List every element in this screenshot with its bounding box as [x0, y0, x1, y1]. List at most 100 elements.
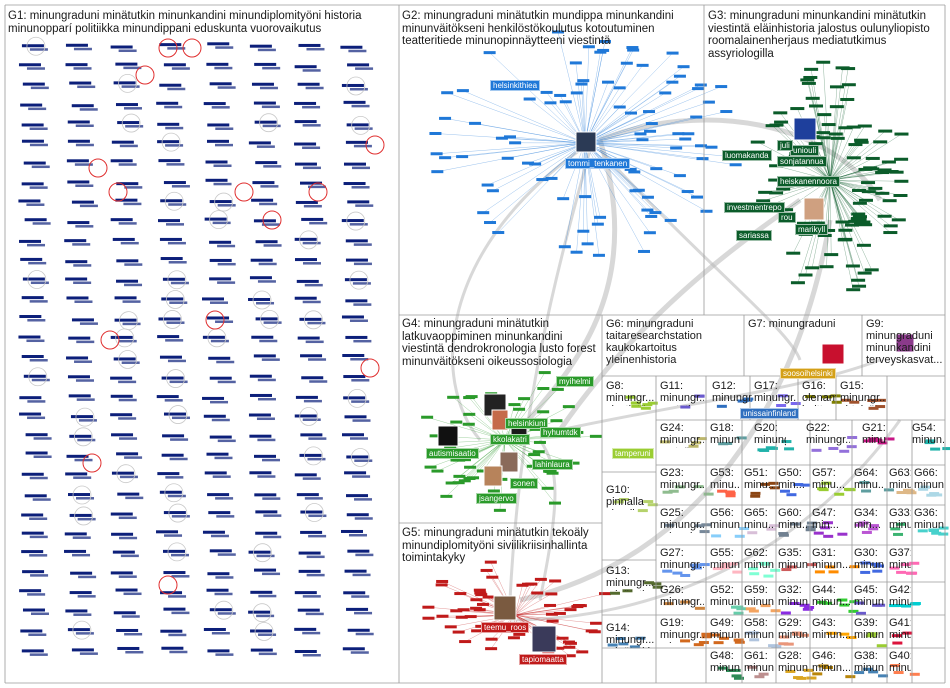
node-g49-2 — [713, 641, 724, 645]
g1-node-76 — [294, 120, 317, 124]
node-g27-0 — [699, 563, 710, 567]
g3-node-51 — [841, 83, 856, 87]
g1-node-154 — [253, 219, 276, 223]
node-g64-1 — [883, 488, 894, 492]
node-g14-0 — [607, 643, 618, 647]
node-label-unissainfinland[interactable]: unissainfinland — [740, 408, 799, 419]
node-g55-3 — [721, 562, 732, 566]
g1-node-97 — [31, 165, 50, 169]
node-label-tommi-tenkanen[interactable]: tommi_tenkanen — [565, 158, 631, 169]
node-label-helsinkiuni[interactable]: helsinkiuni — [505, 418, 549, 429]
g5-edge-53 — [514, 605, 581, 616]
g1-node-399 — [354, 517, 373, 520]
node-label-marikyll[interactable]: marikyll — [795, 224, 829, 235]
g1-node-139 — [259, 202, 278, 206]
g3-edge-36 — [810, 69, 831, 181]
node-label-rou[interactable]: rou — [778, 212, 796, 223]
group-arc-3 — [519, 219, 833, 603]
g3-edge-15 — [829, 179, 854, 290]
g3-node-6 — [846, 125, 861, 129]
g1-node-313 — [211, 418, 230, 422]
avatar-rou — [803, 197, 825, 221]
group-label-g51: G51: minu... — [744, 467, 774, 491]
g1-node-380 — [296, 493, 319, 497]
g1-node-135 — [168, 203, 187, 206]
g1-node-490 — [250, 629, 273, 633]
node-label-lahinlaura[interactable]: lahinlaura — [532, 459, 573, 470]
node-g40-2 — [890, 664, 901, 668]
g5-node-3 — [450, 609, 463, 613]
group-label-g40: G40: minun... — [889, 650, 911, 674]
g1-ring-428 — [253, 543, 272, 563]
node-label-heiskanennoora[interactable]: heiskanennoora — [777, 176, 840, 187]
group-arc-0 — [599, 117, 883, 202]
g2-edge-12 — [575, 62, 586, 144]
node-label-autismisaatio[interactable]: autismisaatio — [426, 448, 479, 459]
node-label-myihelmi[interactable]: myihelmi — [556, 376, 594, 387]
group-label-g43: G43: minun... — [812, 617, 850, 641]
g1-node-92 — [294, 142, 317, 146]
g1-ring-236 — [260, 309, 279, 329]
g1-node-93 — [302, 146, 321, 150]
g2-node-42 — [672, 132, 685, 136]
g1-node-225 — [27, 319, 46, 322]
node-g20-0 — [781, 440, 792, 444]
g3-edge-79 — [829, 179, 832, 255]
g1-node-367 — [352, 475, 371, 478]
g1-node-393 — [216, 515, 235, 518]
node-label-sonjatannua[interactable]: sonjatannua — [777, 156, 827, 167]
g2-node-54 — [492, 231, 505, 235]
g1-node-248 — [202, 335, 225, 339]
g1-node-188 — [294, 258, 317, 262]
g5-node-29 — [563, 645, 576, 649]
node-label-sonen[interactable]: sonen — [510, 478, 538, 489]
g1-node-425 — [217, 553, 236, 556]
node-label-kkolakatri[interactable]: kkolakatri — [490, 434, 530, 445]
g2-node-50 — [581, 242, 594, 246]
node-label-helsinkithiea[interactable]: helsinkithiea — [490, 80, 541, 91]
node-label-juli[interactable]: juli — [777, 140, 793, 151]
g1-node-86 — [157, 140, 180, 144]
node-label-investmentrepo[interactable]: investmentrepo — [724, 202, 785, 213]
g4-node-33 — [518, 397, 531, 401]
node-label-teemu-roos[interactable]: teemu_roos — [481, 622, 530, 633]
g1-node-464 — [22, 608, 45, 612]
g1-node-176 — [20, 257, 43, 261]
node-label-jsangervo[interactable]: jsangervo — [476, 493, 517, 504]
g1-node-199 — [170, 281, 189, 285]
g1-node-164 — [112, 237, 135, 241]
node-label-tamperuni[interactable]: tamperuni — [612, 448, 654, 459]
node-g52-1 — [733, 611, 744, 615]
g4-node-38 — [541, 486, 554, 490]
g1-ring-372 — [72, 485, 92, 505]
node-g64-0 — [861, 489, 872, 493]
g1-node-408 — [202, 530, 225, 534]
g1-self-loop-3 — [365, 135, 385, 155]
group-label-g8: G8: minungr... viestintä — [606, 380, 654, 406]
g3-node-14 — [769, 164, 784, 168]
g1-node-89 — [214, 143, 233, 147]
g1-node-65 — [29, 127, 48, 130]
g1-node-66 — [67, 120, 90, 124]
g1-node-506 — [250, 648, 273, 652]
g1-ring-492 — [254, 622, 274, 641]
avatar-g9 — [895, 333, 915, 353]
g3-node-41 — [830, 136, 845, 140]
g1-node-331 — [257, 438, 276, 442]
g2-node-51 — [624, 167, 637, 171]
node-g14-3 — [618, 642, 629, 646]
g1-node-205 — [304, 283, 323, 287]
node-label-luomakanda[interactable]: luomakanda — [722, 150, 772, 161]
node-label-hyhumtdk[interactable]: hyhumtdk — [540, 427, 581, 438]
node-label-soosoihelsinki[interactable]: soosoihelsinki — [780, 368, 836, 379]
g3-edge-17 — [810, 77, 831, 181]
g2-node-34 — [638, 249, 651, 253]
g1-node-18 — [65, 63, 88, 67]
node-label-uniouli[interactable]: uniouli — [790, 145, 820, 156]
node-g57-2 — [845, 488, 856, 492]
node-label-tapiomaatta[interactable]: tapiomaatta — [519, 654, 567, 665]
node-label-sariassa[interactable]: sariassa — [736, 230, 772, 241]
g1-node-117 — [124, 186, 143, 189]
g2-edge-82 — [501, 137, 586, 144]
g3-node-89 — [838, 237, 853, 241]
